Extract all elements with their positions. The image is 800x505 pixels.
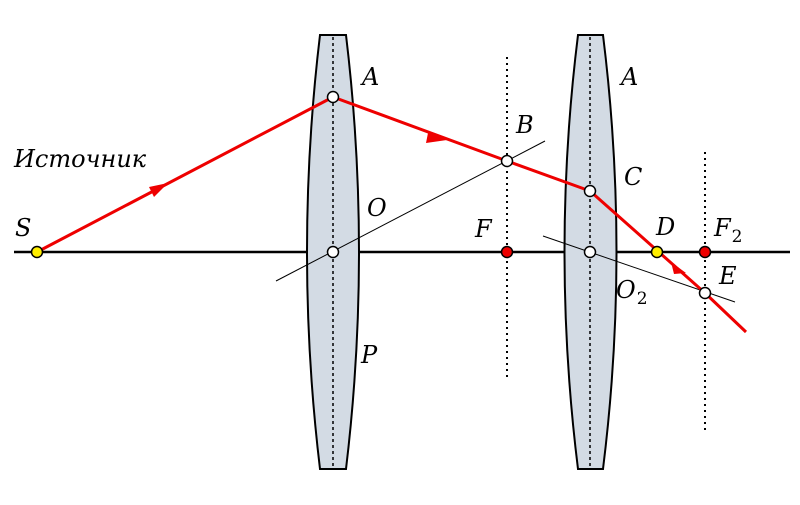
label-f2: F2 [713, 214, 742, 247]
label-f2-sub: 2 [732, 227, 743, 247]
point-o2 [583, 245, 597, 259]
label-f: F [474, 215, 493, 243]
point-b [500, 154, 514, 168]
label-source: Источник [13, 145, 147, 173]
auxiliary-line-ob [275, 140, 546, 282]
point-c [583, 184, 597, 198]
point-o [326, 245, 340, 259]
point-s [30, 245, 44, 259]
label-o: O [367, 194, 387, 222]
label-b: B [515, 111, 534, 139]
point-a [326, 90, 340, 104]
label-e: E [718, 262, 737, 290]
label-o2-sub: 2 [637, 289, 648, 309]
point-f [500, 245, 514, 259]
label-c: C [624, 163, 642, 191]
ray-arrow-1 [149, 183, 168, 197]
label-p: P [360, 341, 378, 369]
label-f2-main: F [713, 214, 732, 242]
label-s: S [15, 214, 31, 242]
ray-arrow-3 [671, 262, 686, 274]
label-a-lens1: A [360, 63, 379, 91]
label-o2: O2 [616, 276, 648, 309]
label-d: D [655, 213, 675, 241]
label-o2-main: O [616, 276, 636, 304]
point-e [698, 286, 712, 300]
light-ray [36, 95, 748, 334]
label-a-lens2: A [619, 63, 638, 91]
ray-arrow-2 [426, 133, 447, 143]
point-d [650, 245, 664, 259]
point-f2 [698, 245, 712, 259]
